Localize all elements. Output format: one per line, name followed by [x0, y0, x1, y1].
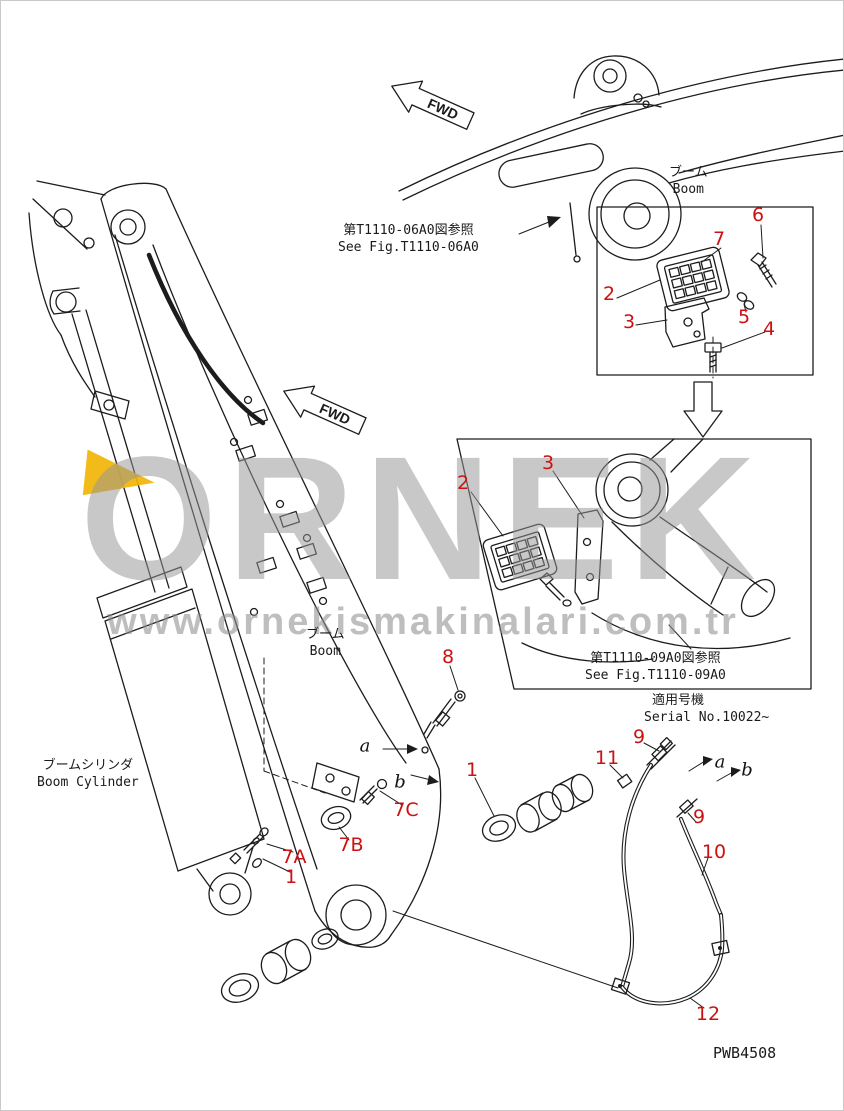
- piping-drawing: [609, 736, 741, 1009]
- upper-boom-drawing: [398, 55, 843, 263]
- connection-arrows-main: [382, 744, 439, 785]
- lamp-detail-box-mid: [456, 438, 812, 690]
- bushing-set-mid: [474, 773, 594, 842]
- reference-pointer-arrow: [518, 216, 561, 235]
- work-lamp-mid: [481, 522, 559, 592]
- hose-clips: [229, 395, 328, 617]
- lamp-detail-box-top: [596, 206, 814, 379]
- boom-cylinder-drawing: [49, 287, 269, 916]
- zoom-arrow: [683, 381, 723, 438]
- work-lamp-top: [655, 245, 731, 313]
- boom-drawing: [100, 182, 619, 989]
- bushing-set-bottom: [220, 928, 339, 1003]
- part-7b-grommet: [320, 805, 352, 841]
- leader-7a: [266, 843, 294, 853]
- part-8-fitting: [423, 665, 466, 739]
- leader-1-left: [262, 858, 291, 873]
- fwd-arrow-top: FWD: [391, 80, 475, 130]
- part-7c-fitting: [359, 778, 403, 806]
- fwd-arrow-mid: FWD: [283, 385, 367, 435]
- part-7a-fitting: [229, 827, 269, 868]
- machine-mount-drawing: [28, 180, 130, 420]
